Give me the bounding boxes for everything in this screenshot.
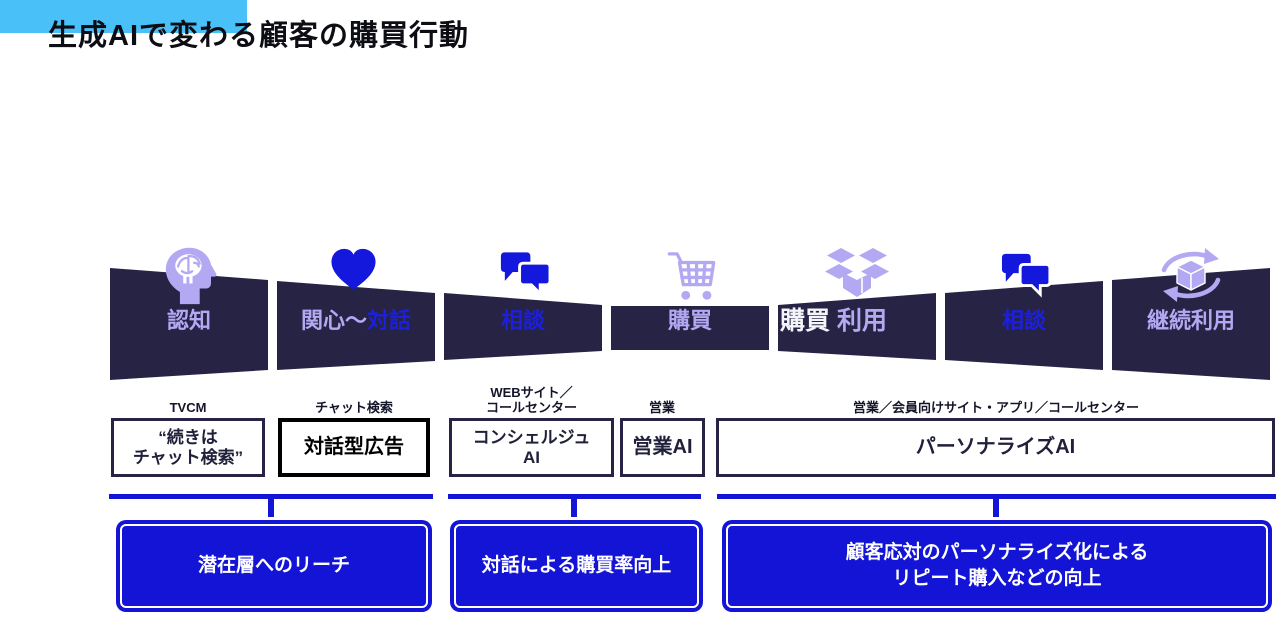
title-accent-bar: [0, 0, 247, 33]
stage-label-interest-dialogue: 関心〜対話: [300, 308, 412, 333]
stage-label-continued-use: 継続利用: [1146, 308, 1235, 333]
channel-label-sales-member-site: 営業／会員向けサイト・アプリ／コールセンター: [852, 400, 1139, 415]
outcome-box-reach-latent-users: 潜在層へのリーチ: [116, 520, 432, 612]
channel-label-chat-search: チャット検索: [315, 400, 393, 415]
bracket-3-tick: [993, 494, 999, 517]
channel-box-sales-ai: 営業AI: [620, 418, 705, 477]
funnel-stage-shape-7: [1112, 268, 1270, 380]
bracket-1-tick: [268, 494, 274, 517]
funnel-stage-shape-2: [277, 281, 435, 370]
channel-label-tvcm: TVCM: [169, 400, 207, 415]
stage-label-purchase-use: 購買 利用: [780, 307, 887, 335]
funnel-stage-shape-1: [110, 268, 268, 380]
channel-label-sales: 営業: [648, 400, 675, 415]
channel-box-conversational-ad: 対話型広告: [278, 418, 430, 477]
stage-label-awareness: 認知: [166, 308, 211, 333]
outcome-box-personalized-repeat: 顧客応対のパーソナライズ化による リピート購入などの向上: [722, 520, 1272, 612]
funnel-stage-shape-4: [611, 306, 769, 350]
outcome-box-purchase-rate-up: 対話による購買率向上: [450, 520, 703, 612]
channel-box-chat-search-teaser: “続きは チャット検索”: [111, 418, 265, 477]
funnel-stage-shape-6: [945, 281, 1103, 370]
channel-box-personalize-ai: パーソナライズAI: [716, 418, 1275, 477]
funnel-stage-shape-3: [444, 293, 602, 360]
funnel-stage-shape-5: [778, 293, 936, 360]
stage-label-consult-1: 相談: [500, 308, 545, 333]
stage-label-purchase: 購買: [667, 308, 712, 333]
channel-box-concierge-ai: コンシェルジュ AI: [449, 418, 614, 477]
bracket-2-tick: [571, 494, 577, 517]
page-title: 生成AIで変わる顧客の購買行動: [48, 20, 470, 52]
channel-label-web-callcenter: WEBサイト／コールセンター: [485, 385, 577, 415]
stage-label-consult-2: 相談: [1001, 308, 1046, 333]
